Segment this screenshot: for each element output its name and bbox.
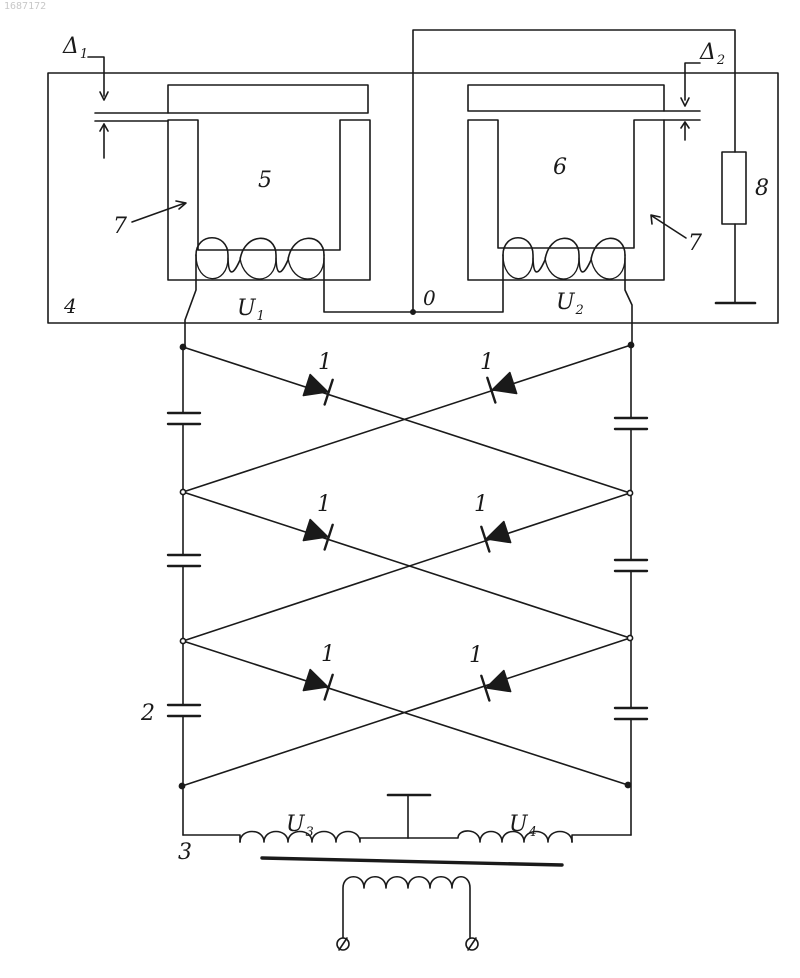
label-8: 8: [755, 178, 769, 200]
delta2-leader: [685, 63, 700, 100]
label-delta1: Δ1: [63, 36, 88, 58]
diode-label: 1: [318, 352, 332, 374]
label-6: 6: [553, 157, 567, 179]
label-u3: U3: [286, 814, 314, 836]
secondary-coil-u4: [408, 831, 572, 842]
diode-label: 1: [317, 494, 331, 516]
diode-1c: [303, 518, 333, 550]
left-winding-lead-b: [324, 255, 413, 312]
label-u1: U1: [237, 298, 265, 320]
delta1-leader: [88, 57, 104, 96]
diode-label: 1: [321, 644, 335, 666]
right-coil: [503, 238, 625, 272]
diode-label: 1: [480, 352, 494, 374]
transformer-core: [262, 858, 562, 865]
right-core: [468, 120, 664, 280]
diode-label: 1: [474, 494, 488, 516]
left-capacitor-column: [168, 347, 200, 835]
right-winding-lead-b: [625, 255, 632, 345]
diode-1e: [303, 668, 333, 700]
diode-1f: [481, 669, 511, 701]
pointer-7-left: [132, 203, 185, 222]
input-terminal-left: [337, 938, 349, 950]
right-capacitor-column: [615, 345, 647, 835]
left-core: [168, 120, 370, 280]
label-7-left: 7: [113, 216, 127, 238]
left-armature: [168, 85, 368, 113]
diode-label: 1: [469, 645, 483, 667]
label-5: 5: [258, 170, 272, 192]
label-0: 0: [423, 288, 436, 308]
label-delta2: Δ2: [700, 42, 725, 64]
right-armature: [468, 85, 664, 111]
diode-1d: [481, 520, 511, 552]
secondary-coil-u3: [240, 832, 408, 843]
label-7-right: 7: [688, 233, 702, 255]
label-u4: U4: [509, 814, 537, 836]
label-4: 4: [64, 296, 77, 316]
diode-1b: [487, 371, 517, 403]
left-winding-lead-a: [185, 255, 196, 347]
label-u2: U2: [556, 292, 584, 314]
left-coil: [196, 238, 324, 272]
transformer-right-lead: [572, 835, 631, 842]
right-coil-back: [503, 255, 625, 279]
resistor-8: [722, 152, 746, 224]
cross-wires: [182, 345, 631, 786]
primary-coil: [343, 877, 470, 940]
label-3: 3: [178, 842, 192, 864]
diode-1a: [303, 373, 333, 405]
label-2: 2: [141, 703, 155, 725]
input-terminal-right: [466, 938, 478, 950]
junction-0: [411, 310, 415, 314]
left-coil-back: [196, 255, 324, 279]
pointer-7-right: [652, 216, 686, 238]
